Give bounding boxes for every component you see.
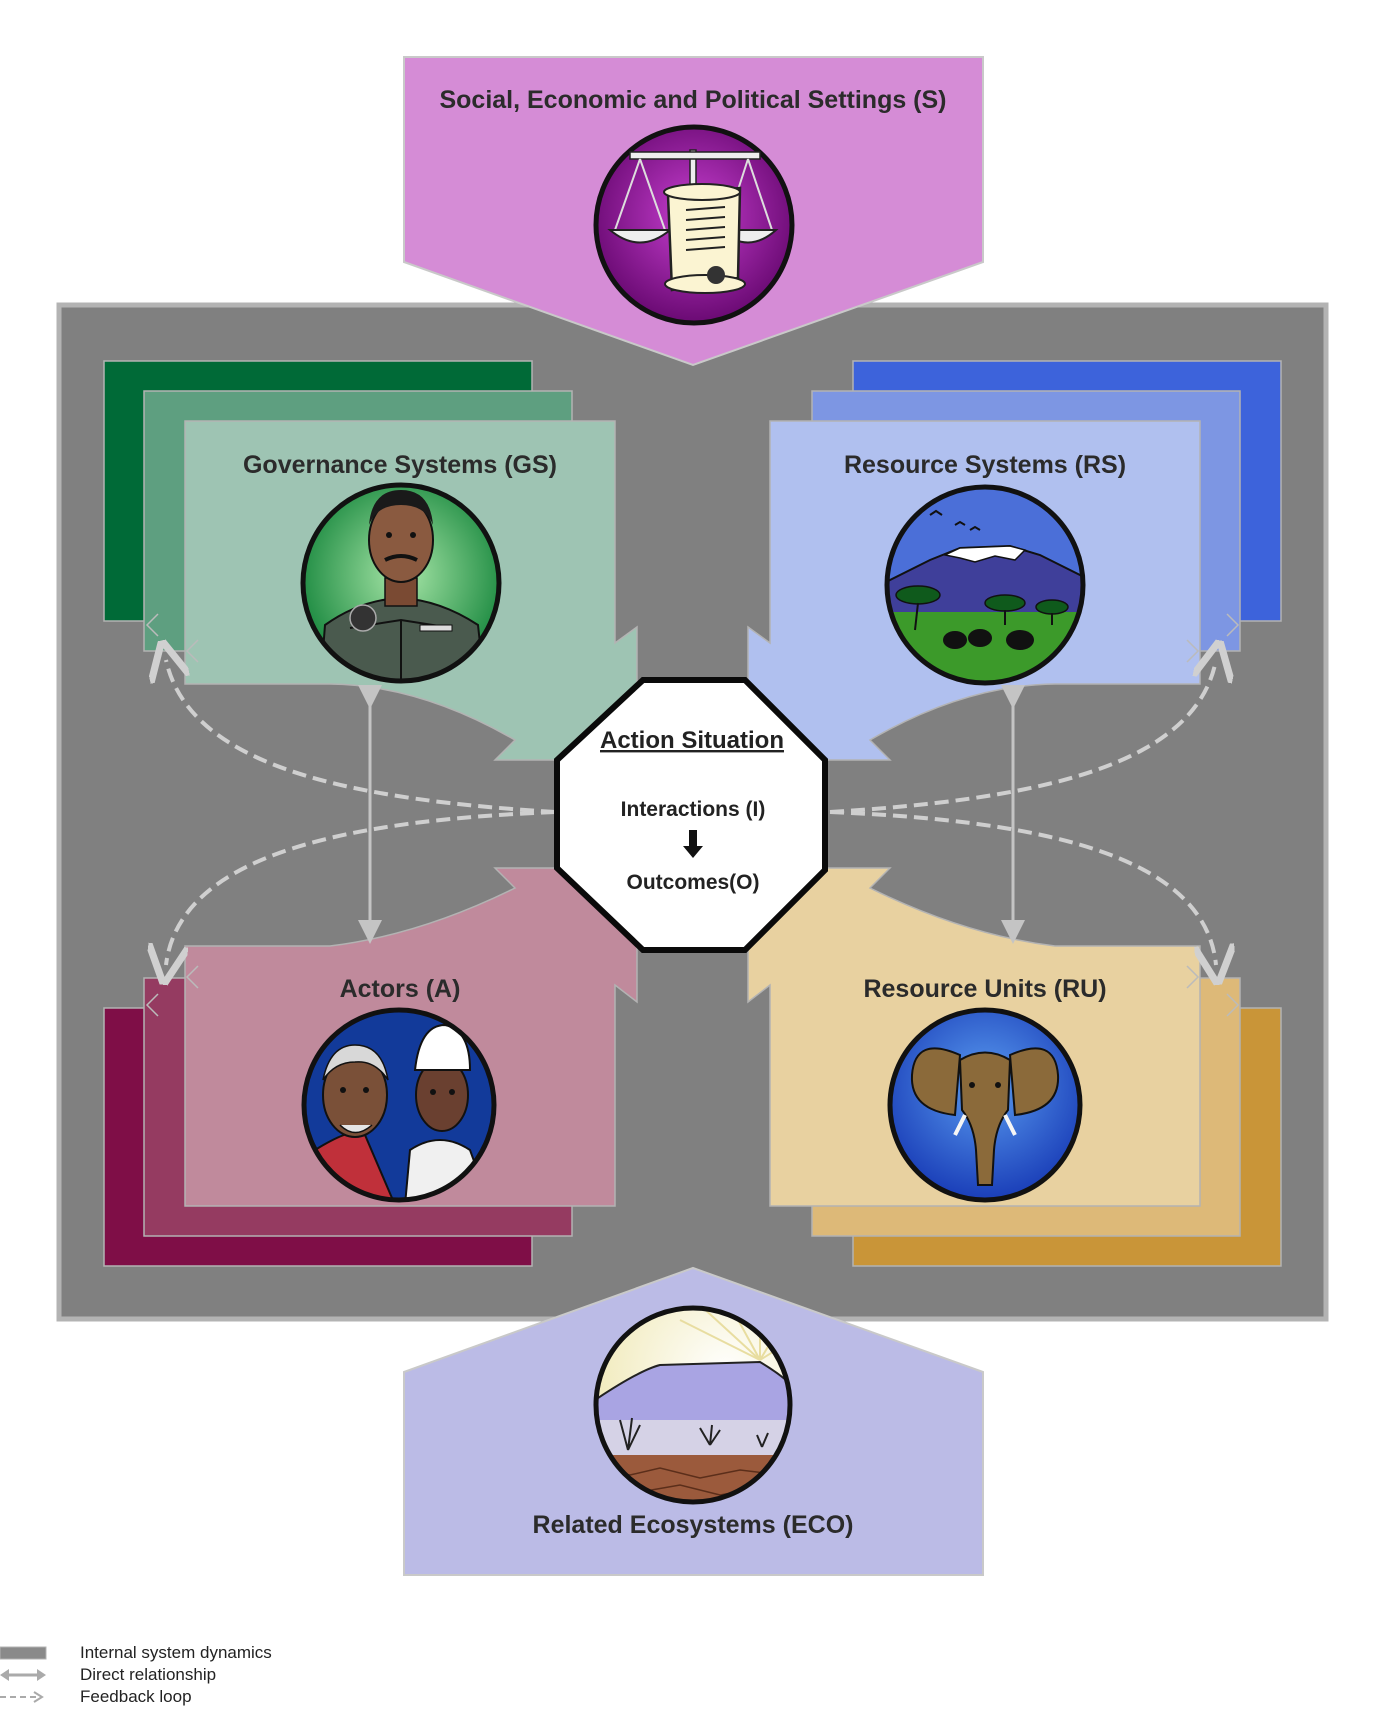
legend-item-feedback-loop: Feedback loop <box>0 1687 400 1709</box>
action-situation-title: Action Situation <box>600 727 784 754</box>
double-arrow-icon <box>0 1669 46 1681</box>
legend-item-internal-dynamics: Internal system dynamics <box>0 1643 400 1665</box>
direct-relationship-arrows <box>358 685 1025 944</box>
actors-group: Actors (A) <box>103 867 638 1267</box>
dashed-arrow-icon <box>0 1691 44 1703</box>
scales-of-justice-scroll-icon <box>593 124 795 326</box>
legend-item-direct-relationship: Direct relationship <box>0 1665 400 1687</box>
legend-label: Internal system dynamics <box>80 1643 272 1662</box>
social-settings-label: Social, Economic and Political Settings … <box>439 86 946 114</box>
resource-units-label: Resource Units (RU) <box>863 975 1106 1003</box>
governance-systems-group: Governance Systems (GS) <box>103 360 638 761</box>
resource-systems-group: Resource Systems (RS) <box>747 360 1282 761</box>
legend: Internal system dynamics Direct relation… <box>0 1643 400 1709</box>
resource-units-group: Resource Units (RU) <box>747 867 1282 1267</box>
thick-bar-icon <box>0 1646 47 1660</box>
resource-systems-label: Resource Systems (RS) <box>844 451 1126 479</box>
mountain-landscape-icon <box>593 1305 793 1505</box>
outcomes-label: Outcomes(O) <box>626 871 759 894</box>
actors-label: Actors (A) <box>340 975 461 1003</box>
elephant-icon <box>887 1007 1083 1203</box>
interactions-label: Interactions (I) <box>621 798 766 821</box>
governance-systems-label: Governance Systems (GS) <box>243 451 557 479</box>
ranger-portrait-icon <box>300 482 502 684</box>
legend-label: Direct relationship <box>80 1665 217 1684</box>
down-arrow-icon <box>683 830 703 858</box>
feedback-loop-arrows <box>166 660 1216 965</box>
legend-label: Feedback loop <box>80 1687 192 1706</box>
related-ecosystems-label: Related Ecosystems (ECO) <box>533 1511 854 1539</box>
action-situation-octagon: Action Situation Interactions (I) Outcom… <box>554 677 828 953</box>
